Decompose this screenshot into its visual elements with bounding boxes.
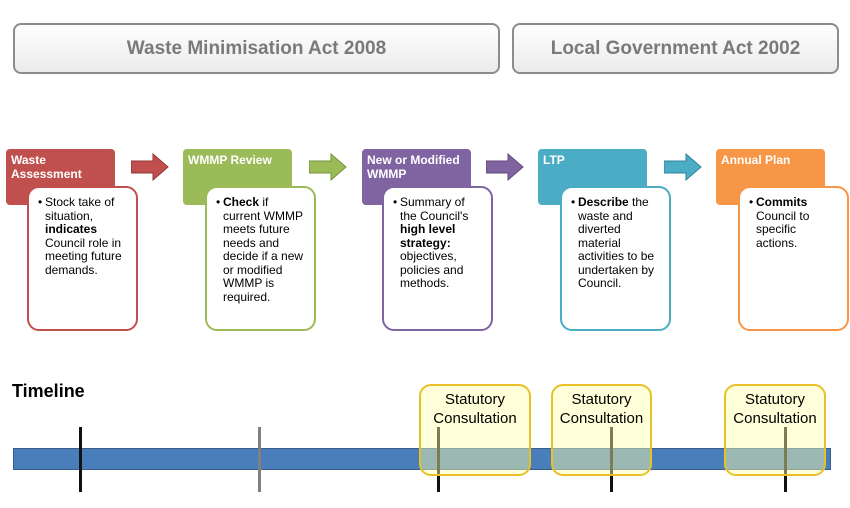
stage-title: Waste Assessment: [11, 153, 82, 181]
stage-description: Check if current WMMP meets future needs…: [223, 195, 304, 304]
timeline-tick: [437, 427, 440, 492]
stage-description: Commits Council to specific actions.: [756, 195, 810, 250]
timeline-tick: [610, 427, 613, 492]
bullet: •: [749, 195, 754, 209]
timeline-tick: [79, 427, 82, 492]
timeline-tick: [258, 427, 261, 492]
timeline-title: Timeline: [12, 381, 85, 401]
consultation-line2: Consultation: [733, 410, 817, 427]
statutory-consultation-box: Statutory Consultation: [551, 384, 652, 476]
bullet: •: [38, 195, 43, 209]
act-header-waste-minimisation: Waste Minimisation Act 2008: [13, 23, 500, 74]
timeline-tick: [784, 427, 787, 492]
stage-new-modified-wmmp-card: • Summary of the Council's high level st…: [382, 186, 493, 331]
flow-arrow-icon: [664, 153, 702, 181]
stage-title: LTP: [543, 153, 565, 167]
flow-arrow-icon: [309, 153, 347, 181]
bullet: •: [571, 195, 576, 209]
stage-description: Summary of the Council's high level stra…: [400, 195, 469, 290]
stage-annual-plan-card: • Commits Council to specific actions.: [738, 186, 849, 331]
act-label: Waste Minimisation Act 2008: [126, 37, 387, 59]
statutory-consultation-box: Statutory Consultation: [724, 384, 826, 476]
bullet: •: [216, 195, 221, 209]
bullet: •: [393, 195, 398, 209]
consultation-line2: Consultation: [559, 410, 644, 427]
consultation-line1: Statutory: [444, 391, 506, 408]
stage-title: WMMP Review: [188, 153, 272, 167]
stage-description: Stock take of situation, indicates Counc…: [45, 195, 122, 277]
stage-ltp-card: • Describe the waste and diverted materi…: [560, 186, 671, 331]
consultation-line1: Statutory: [571, 391, 632, 408]
stage-title: New or Modified WMMP: [367, 153, 460, 181]
stage-description: Describe the waste and diverted material…: [578, 195, 655, 290]
stage-wmmp-review-card: • Check if current WMMP meets future nee…: [205, 186, 316, 331]
flow-arrow-icon: [486, 153, 524, 181]
stage-waste-assessment-card: • Stock take of situation, indicates Cou…: [27, 186, 138, 331]
statutory-consultation-box: Statutory Consultation: [419, 384, 531, 476]
consultation-line1: Statutory: [744, 391, 806, 408]
act-label: Local Government Act 2002: [550, 37, 801, 59]
consultation-line2: Consultation: [433, 410, 517, 427]
stage-title: Annual Plan: [721, 153, 791, 167]
act-header-local-government: Local Government Act 2002: [512, 23, 839, 74]
flow-arrow-icon: [131, 153, 169, 181]
